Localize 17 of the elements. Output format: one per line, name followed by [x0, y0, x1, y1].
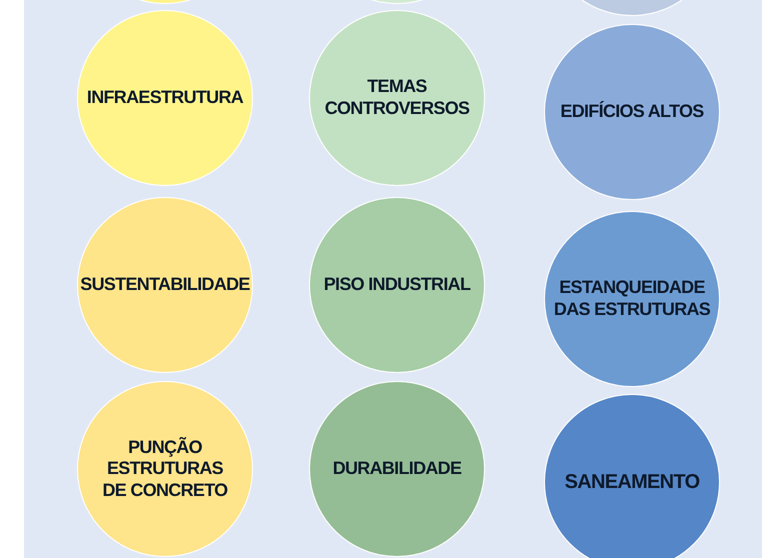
- topic-label: DURABILIDADE: [332, 458, 462, 480]
- topic-label: ESTANQUEIDADE DAS ESTRUTURAS: [552, 277, 712, 321]
- topic-label: PUNÇÃO ESTRUTURAS DE CONCRETO: [102, 436, 228, 502]
- topic-circle: [77, 10, 253, 186]
- topic-circle: [77, 381, 253, 557]
- topic-label: SANEAMENTO: [564, 470, 700, 494]
- topic-circle: [77, 197, 253, 373]
- topic-circle: [309, 10, 485, 186]
- topic-label: TEMAS CONTROVERSOS: [324, 76, 470, 120]
- topic-label: EDIFÍCIOS ALTOS: [560, 101, 704, 123]
- topic-label: SUSTENTABILIDADE: [80, 274, 250, 296]
- topic-circle: [309, 197, 485, 373]
- topic-label: PISO INDUSTRIAL: [324, 274, 470, 296]
- topic-circle: [309, 381, 485, 557]
- topic-circle: [544, 24, 720, 200]
- topic-circle: [544, 211, 720, 387]
- topic-label: INFRAESTRUTURA: [86, 87, 244, 109]
